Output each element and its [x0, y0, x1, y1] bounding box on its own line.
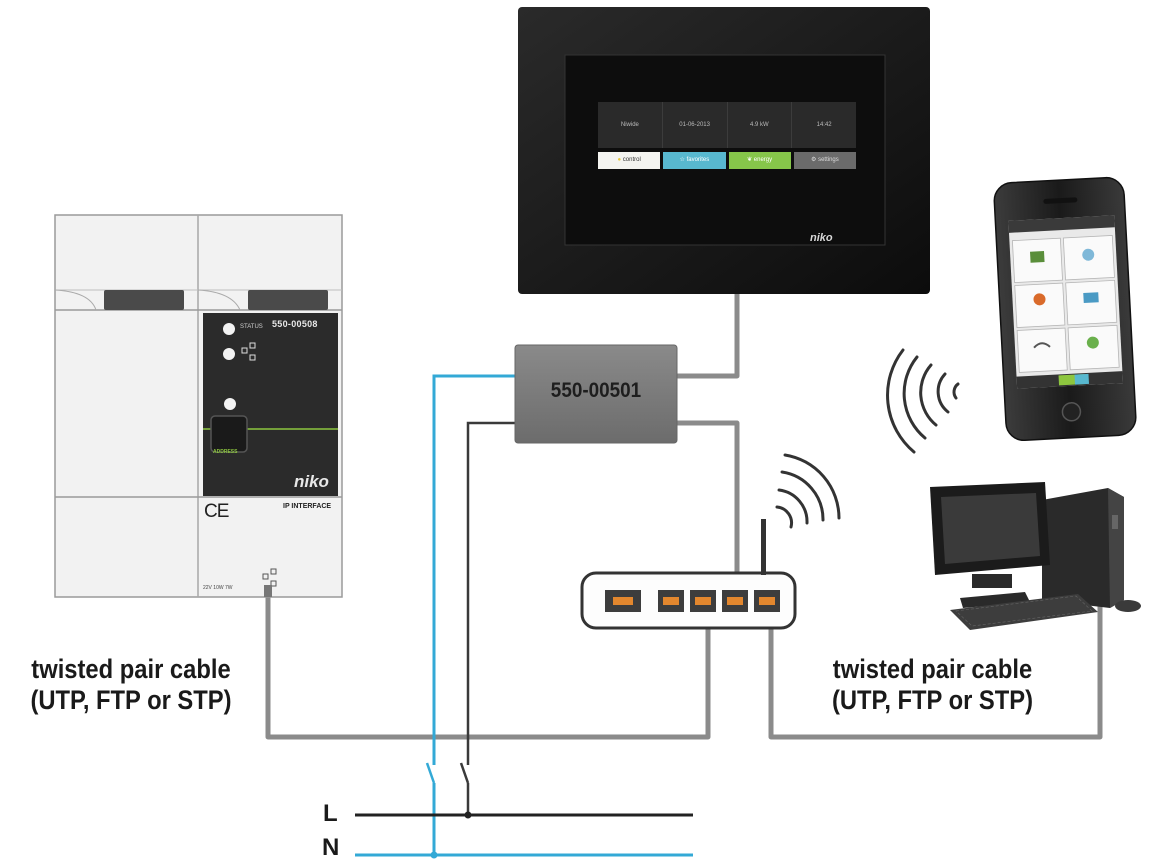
energy-button[interactable]: ❦ energy [728, 152, 791, 169]
settings-button-label: settings [818, 157, 839, 163]
switch-contact-L [459, 762, 470, 784]
leaf-icon: ❦ [747, 157, 753, 163]
touchscreen-info-row: Niwide 01-06-2013 4.9 kW 14:42 [598, 102, 856, 148]
settings-button[interactable]: ⚙ settings [793, 152, 856, 169]
desktop-computer [930, 482, 1141, 630]
port-led [223, 348, 235, 360]
ip-interface-address-label: ADDRESS [213, 449, 238, 455]
bulb-icon: ● [617, 157, 622, 163]
front-panel [203, 313, 338, 496]
star-icon: ☆ [679, 157, 685, 163]
touchscreen-device [518, 7, 930, 294]
control-button[interactable]: ● control [598, 152, 661, 169]
touchscreen-display [564, 54, 886, 246]
left-caption-line2: (UTP, FTP or STP) [30, 685, 232, 715]
left-cable-caption: twisted pair cable (UTP, FTP or STP) [16, 654, 247, 716]
left-caption-line1: twisted pair cable [31, 654, 231, 684]
info-cell-date: 01-06-2013 [663, 102, 728, 148]
mains-wiring [355, 374, 693, 859]
ip-interface-brand-logo: niko [294, 472, 329, 491]
info-cell-location: Niwide [598, 102, 663, 148]
address-led [224, 398, 236, 410]
cable-interface-to-switch [265, 596, 711, 740]
favorites-button-label: favorites [686, 157, 710, 163]
dark-wire-L-supply [466, 421, 518, 765]
line-N-label: N [322, 834, 340, 861]
cable-port [264, 585, 272, 597]
wifi-waves-router-icon [775, 453, 841, 529]
address-button [210, 415, 248, 453]
din-clip-left [104, 290, 184, 310]
ethernet-ports [605, 590, 780, 612]
status-led [223, 323, 235, 335]
line-L-label: L [323, 800, 338, 827]
cable-switch-to-computer [768, 600, 1103, 740]
info-cell-power: 4.9 kW [728, 102, 793, 148]
right-caption-line2: (UTP, FTP or STP) [831, 685, 1034, 715]
twisted-pair-cables [265, 292, 1103, 740]
phone-app-icons [1030, 248, 1099, 349]
ip-interface-product-name: IP INTERFACE [283, 503, 332, 510]
control-button-label: control [622, 157, 641, 163]
mouse [1115, 600, 1141, 612]
gear-icon: ⚙ [811, 157, 817, 163]
switch-antenna [761, 519, 766, 575]
right-caption-line1: twisted pair cable [832, 654, 1033, 684]
right-cable-caption: twisted pair cable (UTP, FTP or STP) [816, 654, 1049, 716]
touchscreen-brand-logo: niko [810, 232, 833, 244]
ip-interface-bottom-code: 22V 10W 7W [203, 585, 233, 591]
ip-interface-status-label: STATUS [240, 324, 263, 330]
din-clip-right [248, 290, 328, 310]
phone-home-button [1061, 402, 1082, 422]
cable-switch-to-powerbox [675, 420, 740, 593]
network-switch [580, 519, 797, 630]
ip-interface-model-label: 550-00508 [272, 319, 318, 329]
power-supply-box [514, 344, 678, 444]
info-cell-time: 14:42 [816, 122, 832, 128]
blue-wire-N-supply [432, 374, 518, 765]
keyboard [950, 594, 1098, 630]
energy-button-label: energy [753, 157, 773, 163]
smartphone-device [993, 176, 1137, 442]
cable-powerbox-to-screen [675, 292, 740, 379]
favorites-button[interactable]: ☆ favorites [663, 152, 726, 169]
junction-N [430, 851, 438, 859]
wifi-waves-phone-icon [886, 348, 960, 454]
power-supply-label: 550-00501 [550, 379, 642, 402]
ip-interface-module [54, 214, 343, 598]
junction-L [464, 811, 472, 819]
touchscreen-button-row: ● control ☆ favorites ❦ energy ⚙ setting… [598, 152, 856, 169]
switch-contact-N [425, 762, 436, 784]
ce-mark: CE [204, 501, 229, 522]
